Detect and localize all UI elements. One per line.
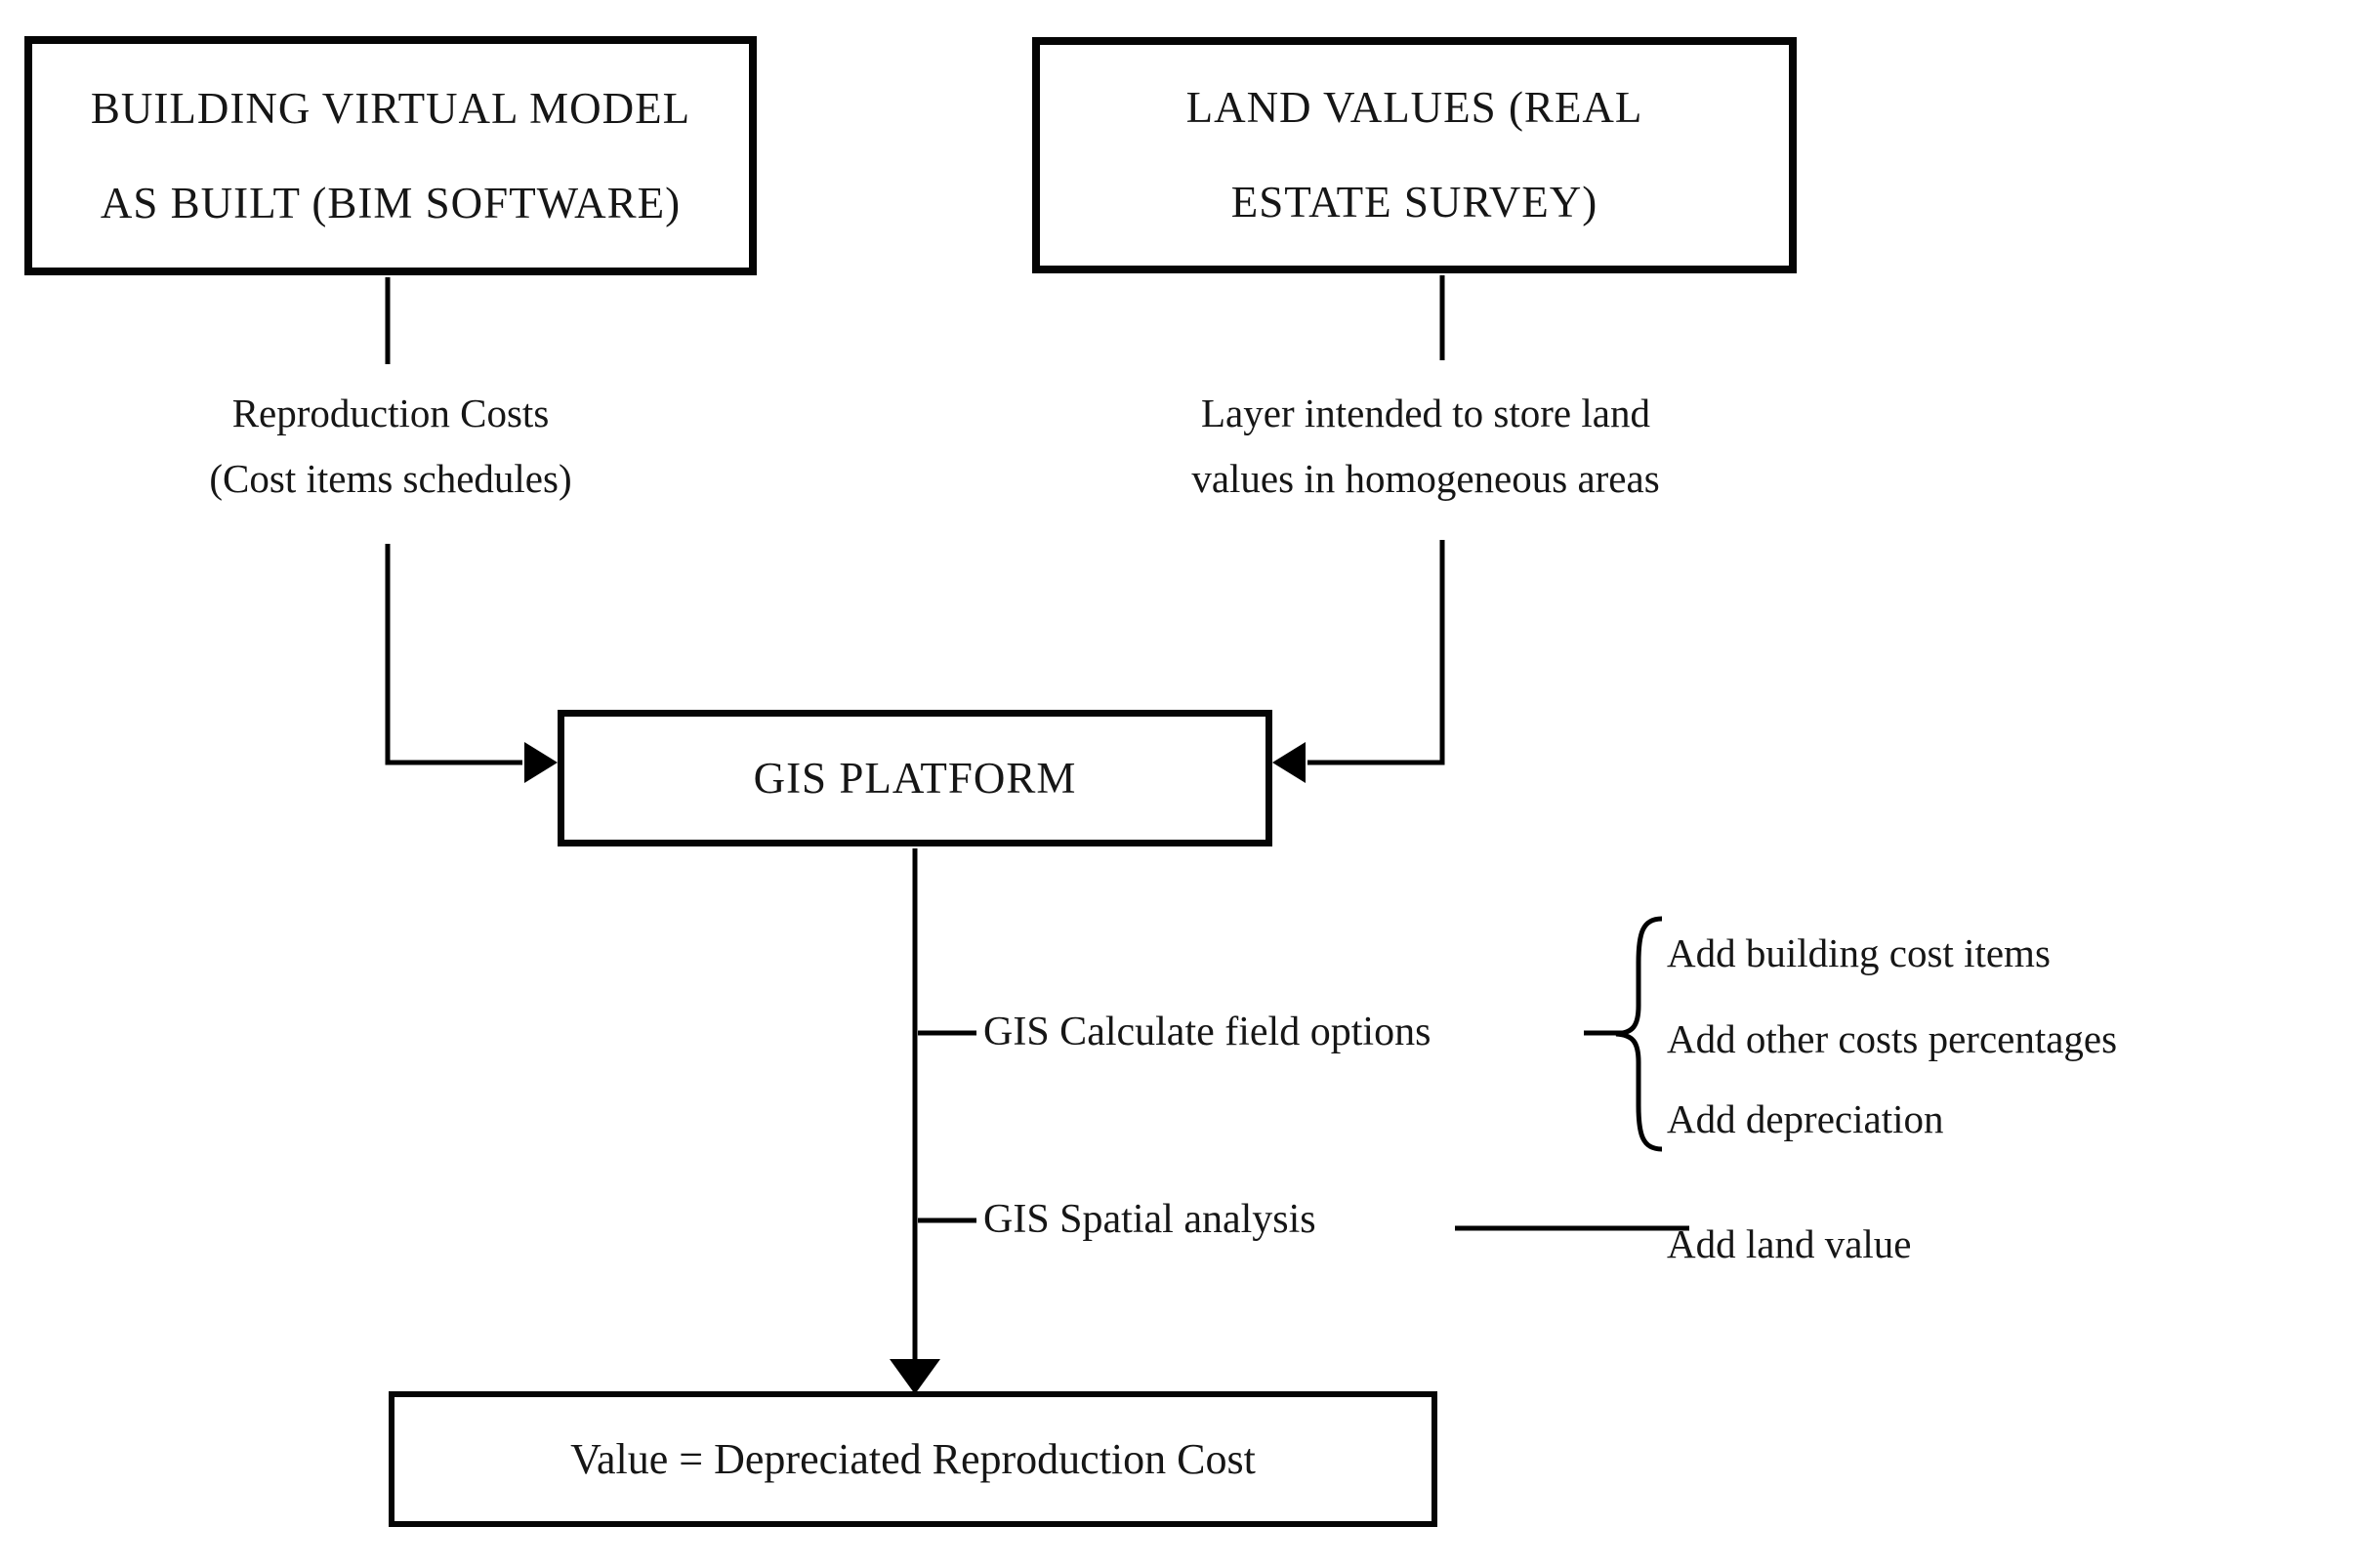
bim-source-box: BUILDING VIRTUAL MODEL AS BUILT (BIM SOF… <box>24 36 757 275</box>
land-layer-label-line2: values in homogeneous areas <box>1191 456 1660 502</box>
land-values-source-box: LAND VALUES (REAL ESTATE SURVEY) <box>1032 37 1797 273</box>
land-values-box-line1: LAND VALUES (REAL <box>1185 83 1643 132</box>
add-building-cost-items-label: Add building cost items <box>1667 930 2051 975</box>
arrowhead-into-gis-left-icon <box>524 742 558 783</box>
result-value-box: Value = Depreciated Reproduction Cost <box>389 1391 1437 1527</box>
gis-platform-box: GIS PLATFORM <box>558 710 1272 846</box>
arrowhead-into-gis-right-icon <box>1272 742 1306 783</box>
land-layer-label-line1: Layer intended to store land <box>1201 391 1650 435</box>
reproduction-costs-label-line1: Reproduction Costs <box>231 391 550 435</box>
left-connector-elbow-line <box>385 544 522 765</box>
land-values-box-line2: ESTATE SURVEY) <box>1230 178 1598 227</box>
gis-spatial-analysis-label: GIS Spatial analysis <box>983 1197 1316 1242</box>
gis-platform-box-label: GIS PLATFORM <box>753 754 1077 803</box>
add-depreciation-label: Add depreciation <box>1667 1096 1944 1141</box>
result-value-box-label: Value = Depreciated Reproduction Cost <box>570 1435 1256 1483</box>
add-land-value-label: Add land value <box>1667 1221 1912 1266</box>
bim-source-box-line2: AS BUILT (BIM SOFTWARE) <box>100 178 682 227</box>
gis-calculate-field-options-label: GIS Calculate field options <box>983 1010 1431 1054</box>
add-other-costs-percentages-label: Add other costs percentages <box>1667 1016 2118 1061</box>
curly-brace <box>1615 916 1663 1152</box>
reproduction-costs-label: Reproduction Costs (Cost items schedules… <box>59 389 723 505</box>
arrowhead-into-result-icon <box>890 1359 940 1394</box>
reproduction-costs-label-line2: (Cost items schedules) <box>209 456 572 502</box>
land-layer-label: Layer intended to store land values in h… <box>1094 389 1758 505</box>
right-connector-elbow-line <box>1307 540 1445 765</box>
bim-source-box-line1: BUILDING VIRTUAL MODEL <box>90 83 691 133</box>
